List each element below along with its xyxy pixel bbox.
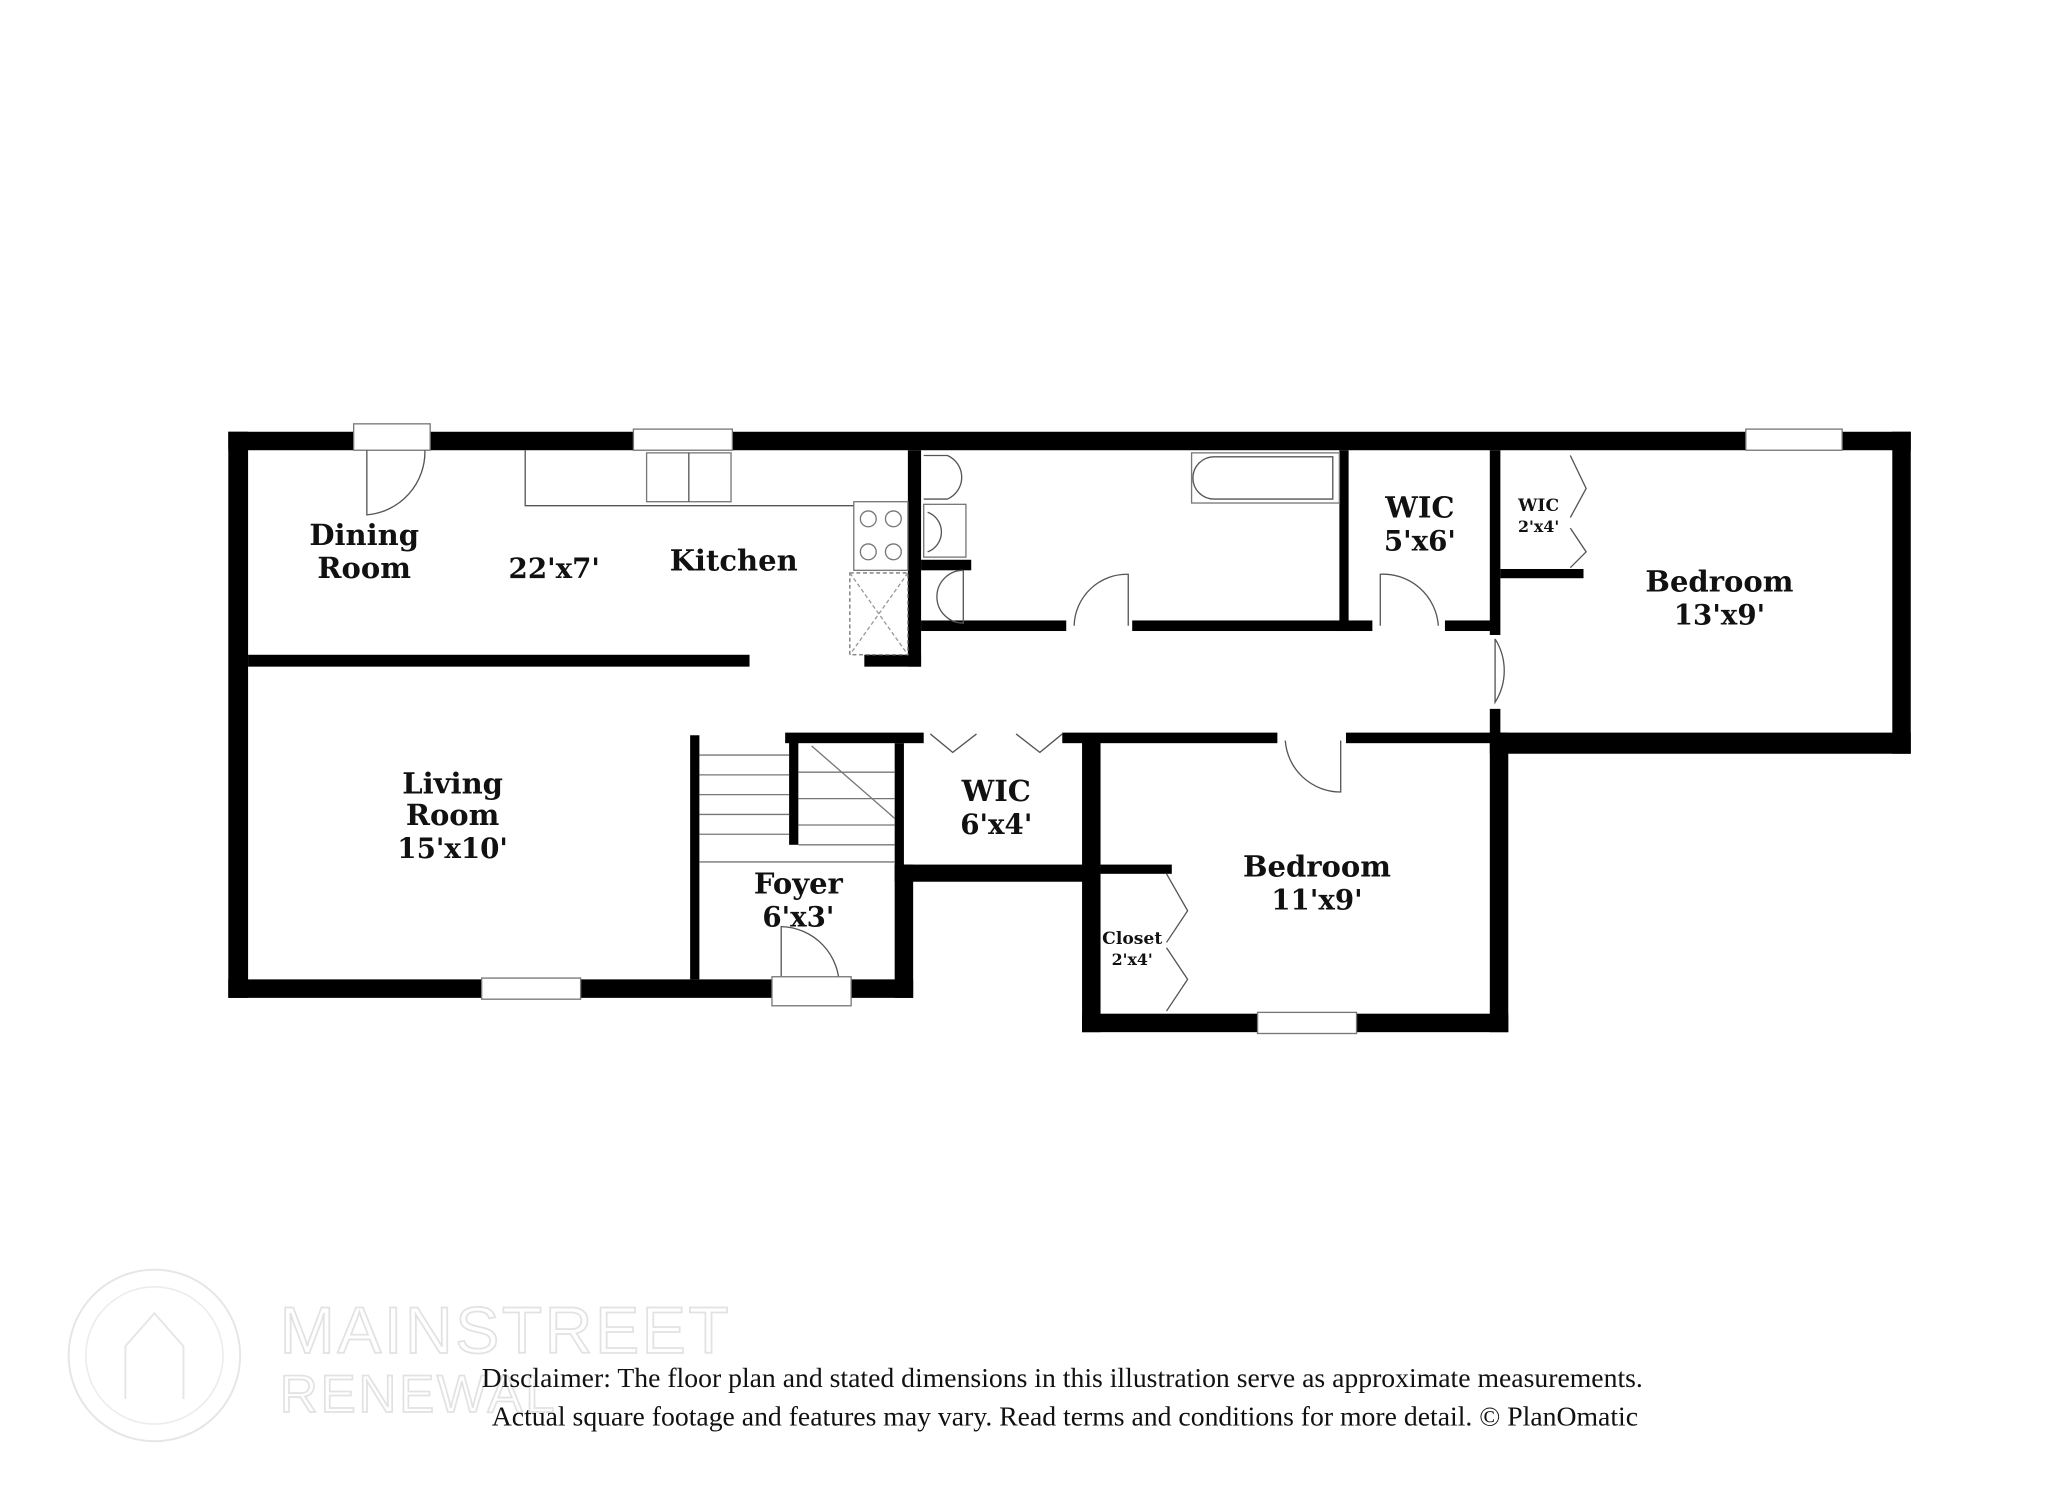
- fixtures: [352, 423, 1843, 1035]
- walls: [228, 431, 1911, 1033]
- window-kitchen: [632, 428, 734, 451]
- bedroom2-label: Bedroom: [1243, 849, 1391, 883]
- bedroom2-dims: 11'x9': [1271, 883, 1362, 916]
- mainstreet-logo-watermark: MAINSTREET RENEWAL: [67, 1268, 732, 1443]
- foyer-label: Foyer: [754, 867, 844, 901]
- window-living: [480, 977, 582, 1000]
- closet-label: Closet: [1102, 929, 1162, 949]
- living-room-label-2: Room: [406, 798, 500, 832]
- disclaimer-line1: Disclaimer: The floor plan and stated di…: [482, 1362, 1643, 1393]
- wic-bath-label: WIC: [1384, 491, 1454, 525]
- wic-hall-label: WIC: [961, 774, 1031, 808]
- bedroom1-dims: 13'x9': [1674, 598, 1765, 631]
- wic-hall-dims: 6'x4': [960, 808, 1032, 841]
- living-room-label: Living: [402, 766, 503, 800]
- closet-dims: 2'x4': [1112, 950, 1153, 969]
- kitchen-dims: 22'x7': [509, 552, 600, 585]
- wic-bath-dims: 5'x6': [1384, 525, 1456, 558]
- wic-bed1-dims: 2'x4': [1518, 517, 1559, 536]
- disclaimer-line2: Actual square footage and features may v…: [492, 1400, 1638, 1431]
- room-labels: Dining Room 22'x7' Kitchen Living Room 1…: [309, 491, 1793, 969]
- dining-room-label-2: Room: [317, 551, 411, 585]
- wic-bed1-label: WIC: [1517, 496, 1559, 516]
- foyer-dims: 6'x3': [762, 901, 834, 934]
- living-room-dims: 15'x10': [397, 832, 508, 865]
- window-bedroom2: [1256, 1011, 1358, 1035]
- watermark-line1: MAINSTREET: [280, 1293, 732, 1367]
- kitchen-label: Kitchen: [670, 543, 798, 577]
- bedroom1-label: Bedroom: [1645, 564, 1793, 598]
- window-bedroom1: [1745, 428, 1843, 451]
- dining-room-label: Dining: [309, 518, 419, 552]
- watermark-line2: RENEWAL: [280, 1365, 557, 1424]
